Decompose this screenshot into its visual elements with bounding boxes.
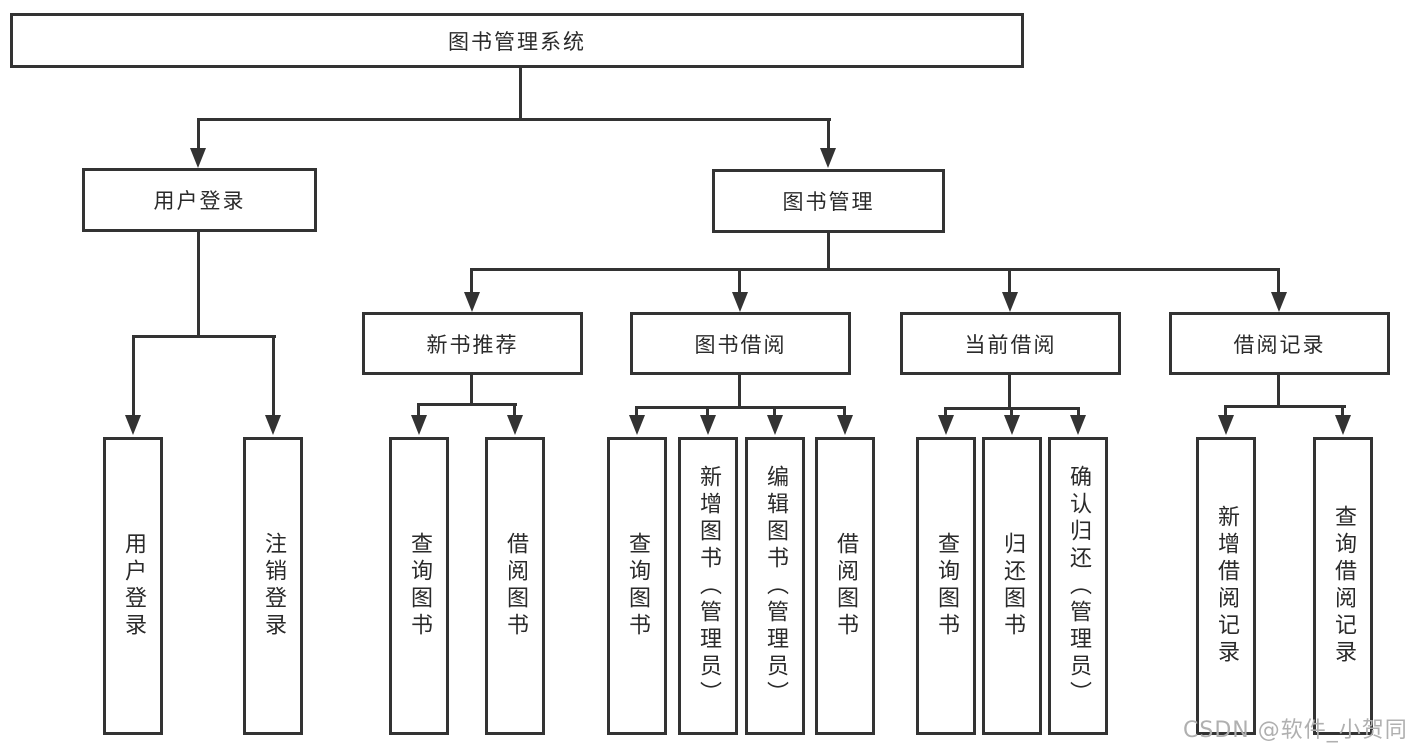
connector-line bbox=[827, 118, 830, 150]
arrow-down-icon bbox=[700, 415, 716, 435]
leaf-newrec-borrow-books: 借阅图书 bbox=[485, 437, 545, 735]
node-book-management: 图书管理 bbox=[712, 169, 945, 233]
arrow-down-icon bbox=[820, 148, 836, 168]
connector-line bbox=[843, 406, 846, 417]
arrow-down-icon bbox=[938, 415, 954, 435]
arrow-down-icon bbox=[1271, 292, 1287, 312]
leaf-query-borrow-record: 查询借阅记录 bbox=[1313, 437, 1373, 735]
connector-line bbox=[197, 118, 831, 121]
connector-line bbox=[132, 335, 276, 338]
leaf-borrowing-query-books: 查询图书 bbox=[607, 437, 667, 735]
connector-line bbox=[635, 406, 846, 409]
connector-line bbox=[944, 407, 947, 417]
connector-line bbox=[1224, 405, 1346, 408]
connector-line bbox=[1224, 405, 1227, 417]
connector-line bbox=[417, 403, 420, 417]
connector-line bbox=[470, 375, 473, 405]
node-user-login: 用户登录 bbox=[82, 168, 317, 232]
leaf-current-query-books: 查询图书 bbox=[916, 437, 976, 735]
connector-line bbox=[470, 268, 473, 294]
arrow-down-icon bbox=[629, 415, 645, 435]
arrow-down-icon bbox=[265, 415, 281, 435]
leaf-return-book: 归还图书 bbox=[982, 437, 1042, 735]
arrow-down-icon bbox=[507, 415, 523, 435]
node-borrowing-records: 借阅记录 bbox=[1169, 312, 1390, 375]
arrow-down-icon bbox=[767, 415, 783, 435]
connector-line bbox=[827, 233, 830, 270]
connector-line bbox=[197, 118, 200, 150]
node-new-book-recommendation: 新书推荐 bbox=[362, 312, 583, 375]
node-current-borrowing: 当前借阅 bbox=[900, 312, 1121, 375]
connector-line bbox=[1277, 268, 1280, 294]
arrow-down-icon bbox=[1004, 415, 1020, 435]
arrow-down-icon bbox=[732, 292, 748, 312]
connector-line bbox=[417, 403, 517, 406]
connector-line bbox=[519, 68, 522, 120]
arrow-down-icon bbox=[1218, 415, 1234, 435]
csdn-watermark: CSDN @软件_小贺同学 bbox=[1183, 718, 1405, 743]
arrow-down-icon bbox=[464, 292, 480, 312]
connector-line bbox=[1008, 375, 1011, 409]
leaf-confirm-return-admin: 确认归还（管理员） bbox=[1048, 437, 1108, 735]
connector-line bbox=[1277, 375, 1280, 407]
arrow-down-icon bbox=[125, 415, 141, 435]
leaf-newrec-query-books: 查询图书 bbox=[389, 437, 449, 735]
connector-line bbox=[513, 403, 516, 417]
connector-line bbox=[1010, 407, 1013, 417]
connector-line bbox=[470, 268, 1280, 271]
connector-line bbox=[1341, 405, 1344, 417]
arrow-down-icon bbox=[411, 415, 427, 435]
connector-line bbox=[738, 268, 741, 294]
connector-line bbox=[272, 335, 275, 417]
connector-line bbox=[738, 375, 741, 408]
arrow-down-icon bbox=[1002, 292, 1018, 312]
connector-line bbox=[706, 406, 709, 417]
connector-line bbox=[197, 232, 200, 338]
connector-line bbox=[1077, 407, 1080, 417]
leaf-borrowing-borrow-books: 借阅图书 bbox=[815, 437, 875, 735]
arrow-down-icon bbox=[1335, 415, 1351, 435]
arrow-down-icon bbox=[190, 148, 206, 168]
leaf-edit-book-admin: 编辑图书（管理员） bbox=[745, 437, 805, 735]
node-library-management-system: 图书管理系统 bbox=[10, 13, 1024, 68]
connector-line bbox=[773, 406, 776, 417]
connector-line bbox=[635, 406, 638, 417]
leaf-add-book-admin: 新增图书（管理员） bbox=[678, 437, 738, 735]
leaf-add-borrow-record: 新增借阅记录 bbox=[1196, 437, 1256, 735]
arrow-down-icon bbox=[837, 415, 853, 435]
arrow-down-icon bbox=[1070, 415, 1086, 435]
node-book-borrowing: 图书借阅 bbox=[630, 312, 851, 375]
leaf-user-login: 用户登录 bbox=[103, 437, 163, 735]
connector-line bbox=[1008, 268, 1011, 294]
leaf-logout: 注销登录 bbox=[243, 437, 303, 735]
connector-line bbox=[132, 335, 135, 417]
